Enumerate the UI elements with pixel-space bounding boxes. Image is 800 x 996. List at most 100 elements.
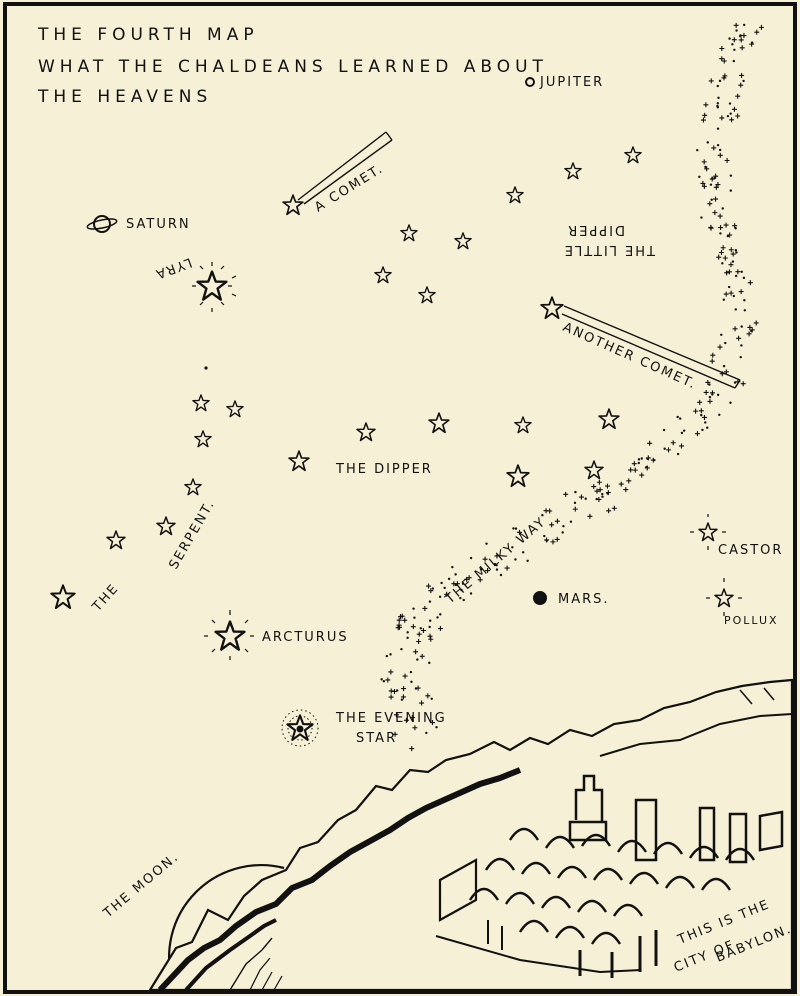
milky-way-cross [392,731,398,737]
milky-way-dot [499,573,503,577]
milky-way-dot [727,285,731,289]
milky-way-dot [740,325,743,328]
milky-way-cross [631,461,637,467]
milky-way-cross [563,491,569,497]
milky-way-cross [739,45,745,51]
milky-way-cross [708,78,714,84]
milky-way-cross [723,291,729,297]
milky-way-dot [708,395,712,399]
milky-way-cross [712,210,718,216]
milky-way-cross [437,626,443,632]
milky-way-cross [596,479,602,485]
milky-way-dot [731,260,735,263]
milky-way-cross [409,715,415,721]
milky-way-cross [554,536,560,542]
milky-way-dot [729,174,733,177]
milky-way-cross [723,369,729,375]
milky-way-dot [400,698,404,701]
milky-way-dot [720,333,723,336]
milky-way-dot [740,344,743,347]
milky-way-dot [419,627,422,630]
milky-way-cross [746,331,752,337]
milky-way-cross [717,344,723,350]
milky-way-label: THE MILKY WAY [442,514,549,607]
milky-way-cross [454,581,460,587]
milky-way-dot [430,697,433,700]
milky-way-cross [753,320,759,326]
milky-way-dot [680,431,684,435]
milky-way-dot [742,23,746,27]
lyra-label: LYRA [152,254,194,281]
milky-way-cross [707,201,713,207]
milky-way-dot [676,452,680,456]
milky-way-dot [469,592,473,595]
milky-way-dot [606,492,609,495]
mars-label: MARS. [558,592,610,607]
milky-way-dot [461,582,465,585]
milky-way-cross [400,694,406,700]
arcturus-star-icon [204,610,254,660]
milky-way-cross [694,431,700,437]
milky-way-cross [422,605,428,611]
milky-way-cross [544,537,550,543]
little-dipper-label-line-1: THE LITTLE [563,242,656,257]
milky-way-cross [700,117,706,123]
milky-way-dot [728,102,732,105]
milky-way-cross [713,184,719,190]
milky-way-dot [718,79,722,83]
milky-way-dot [428,619,432,622]
milky-way-dot [584,497,587,500]
milky-way-dot [716,393,720,397]
milky-way-cross [710,352,716,358]
milky-way-cross [736,335,742,341]
milky-way-dot [679,417,682,420]
milky-way-cross [403,717,409,723]
saturn-planet-icon [86,215,118,233]
castor-label: CASTOR [718,543,783,558]
milky-way-cross [711,145,717,151]
title-line-2: WHAT THE CHALDEANS LEARNED ABOUT [38,57,548,77]
pollux-star-icon [706,578,742,616]
milky-way-dot [410,680,413,684]
milky-way-dot [428,661,431,665]
milky-way-dot [716,84,720,88]
milky-way-cross [738,82,744,88]
milky-way-dot [439,613,442,616]
milky-way-cross [401,686,407,692]
milky-way-cross [597,487,603,493]
milky-way-cross [740,381,746,387]
milky-way-cross [719,46,725,52]
milky-way-dot [480,567,483,571]
milky-way-dot [706,426,709,429]
milky-way-cross [700,180,706,186]
milky-way-cross [554,518,560,524]
milky-way-cross [716,254,722,260]
jupiter-planet-icon [525,77,535,87]
milky-way-cross [628,467,634,473]
milky-way-cross [396,617,402,623]
milky-way-cross [722,255,728,261]
milky-way-cross [549,522,555,528]
milky-way-dot [722,298,726,301]
milky-way-cross [754,29,760,35]
milky-way-dot [440,581,443,585]
milky-way-dot [726,234,730,238]
milky-way-cross [719,56,725,62]
pollux-label: POLLUX [724,614,779,627]
milky-way-cross [731,106,737,112]
milky-way-dot [716,106,720,109]
milky-way-cross [703,102,709,108]
castor-star-icon [690,514,726,550]
milky-way-cross [713,196,719,202]
evening-star-label-line-1: THE EVENING [335,711,447,726]
milky-way-dot [708,383,711,386]
milky-way-dot [406,636,409,640]
milky-way-dot [640,457,643,460]
milky-way-dot [739,34,742,37]
serpent-stars [50,366,244,610]
milky-way-dot [743,309,746,312]
milky-way-cross [735,93,741,99]
milky-way-cross [720,245,726,251]
dipper-label: THE DIPPER [335,462,433,477]
